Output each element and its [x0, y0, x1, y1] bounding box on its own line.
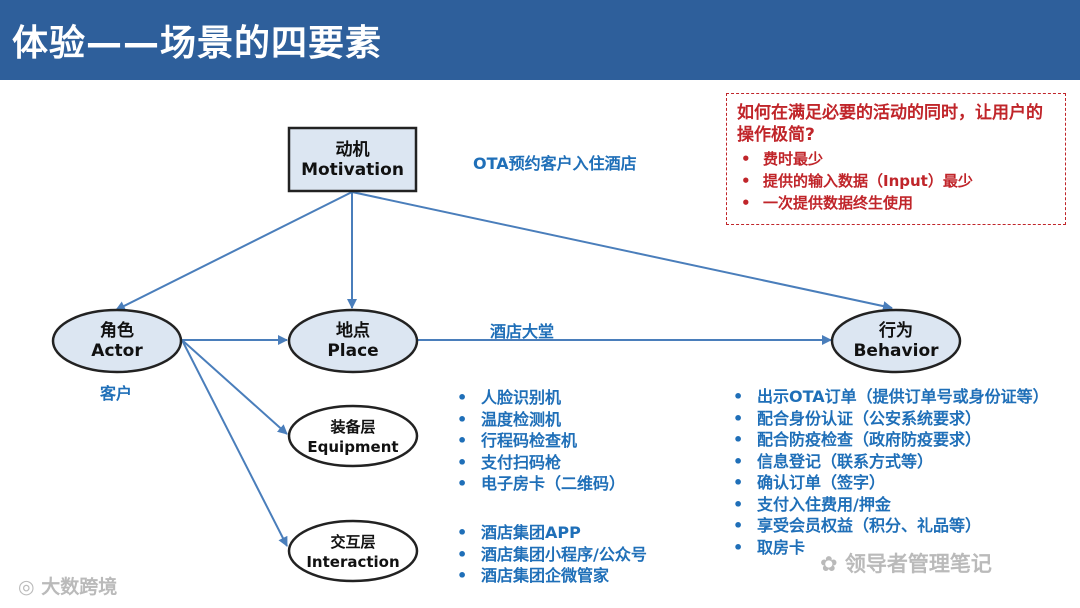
behavior-item: 信息登记（联系方式等） [731, 451, 1061, 473]
motivation-label-en: Motivation [301, 160, 404, 180]
note-item: 费时最少 [737, 148, 1055, 170]
equipment-item: 电子房卡（二维码） [455, 473, 715, 495]
motivation-description: OTA预约客户入住酒店 [473, 154, 637, 173]
note-list: 费时最少 提供的输入数据（Input）最少 一次提供数据终生使用 [737, 148, 1055, 214]
arrow-motivation-actor [115, 191, 353, 311]
actor-label: 角色 Actor [53, 321, 181, 361]
motivation-node [287, 126, 418, 193]
equipment-item: 人脸识别机 [455, 387, 715, 409]
equipment-label-en: Equipment [307, 438, 399, 456]
watermark-right-text: 领导者管理笔记 [844, 552, 992, 576]
place-label-cn: 地点 [336, 321, 370, 341]
interaction-label-cn: 交互层 [330, 533, 376, 551]
actor-label-en: Actor [91, 341, 143, 361]
interaction-item: 酒店集团企微管家 [455, 565, 670, 587]
arrow-actor-equipment [181, 339, 288, 435]
actor-label-cn: 角色 [100, 321, 134, 341]
behavior-item: 确认订单（签字） [731, 472, 1061, 494]
interaction-label-en: Interaction [306, 553, 400, 571]
behavior-node [830, 308, 962, 374]
actor-node [51, 308, 183, 374]
actor-description: 客户 [100, 384, 133, 403]
equipment-item: 支付扫码枪 [455, 452, 715, 474]
motivation-label-cn: 动机 [335, 140, 370, 160]
page-title: 体验——场景的四要素 [12, 23, 383, 64]
wechat-icon: ✿ [820, 552, 845, 576]
behavior-label-cn: 行为 [879, 321, 913, 341]
equipment-item: 温度检测机 [455, 409, 715, 431]
equipment-item: 行程码检查机 [455, 430, 715, 452]
note-title: 如何在满足必要的活动的同时，让用户的操作极简? [737, 103, 1043, 145]
place-node [287, 308, 419, 374]
equipment-list: 人脸识别机 温度检测机 行程码检查机 支付扫码枪 电子房卡（二维码） [455, 387, 715, 495]
watermark-logo-icon: ◎ [18, 576, 42, 598]
behavior-item: 配合身份认证（公安系统要求） [731, 408, 1061, 430]
watermark-right: ✿ 领导者管理笔记 [820, 548, 992, 578]
behavior-label-en: Behavior [853, 341, 939, 361]
arrow-motivation-behavior [351, 191, 893, 311]
interaction-item: 酒店集团APP [455, 522, 670, 544]
interaction-list: 酒店集团APP 酒店集团小程序/公众号 酒店集团企微管家 [455, 522, 670, 587]
interaction-item: 酒店集团小程序/公众号 [455, 544, 670, 566]
interaction-label: 交互层 Interaction [289, 532, 417, 572]
note-item: 一次提供数据终生使用 [737, 192, 1055, 214]
behavior-item: 取房卡 [731, 537, 1061, 559]
equipment-label-cn: 装备层 [330, 418, 376, 436]
place-label-en: Place [327, 341, 379, 361]
behavior-item: 配合防疫检查（政府防疫要求） [731, 429, 1061, 451]
place-description: 酒店大堂 [490, 322, 555, 341]
equipment-node [287, 404, 419, 468]
note-item: 提供的输入数据（Input）最少 [737, 170, 1055, 192]
interaction-node [287, 519, 419, 583]
behavior-item: 支付入住费用/押金 [731, 494, 1061, 516]
behavior-list: 出示OTA订单（提供订单号或身份证等） 配合身份认证（公安系统要求） 配合防疫检… [731, 386, 1061, 558]
behavior-item: 出示OTA订单（提供订单号或身份证等） [731, 386, 1061, 408]
watermark-left-text: 大数跨境 [41, 576, 118, 598]
equipment-label: 装备层 Equipment [289, 417, 417, 457]
place-label: 地点 Place [289, 321, 417, 361]
motivation-label: 动机 Motivation [289, 140, 416, 180]
design-question-note: 如何在满足必要的活动的同时，让用户的操作极简? 费时最少 提供的输入数据（Inp… [726, 93, 1066, 225]
arrow-actor-interaction [181, 339, 288, 547]
behavior-label: 行为 Behavior [832, 321, 960, 361]
watermark-left: ◎ 大数跨境 [18, 572, 117, 599]
behavior-item: 享受会员权益（积分、礼品等） [731, 515, 1061, 537]
title-bar: 体验——场景的四要素 [0, 0, 1080, 80]
